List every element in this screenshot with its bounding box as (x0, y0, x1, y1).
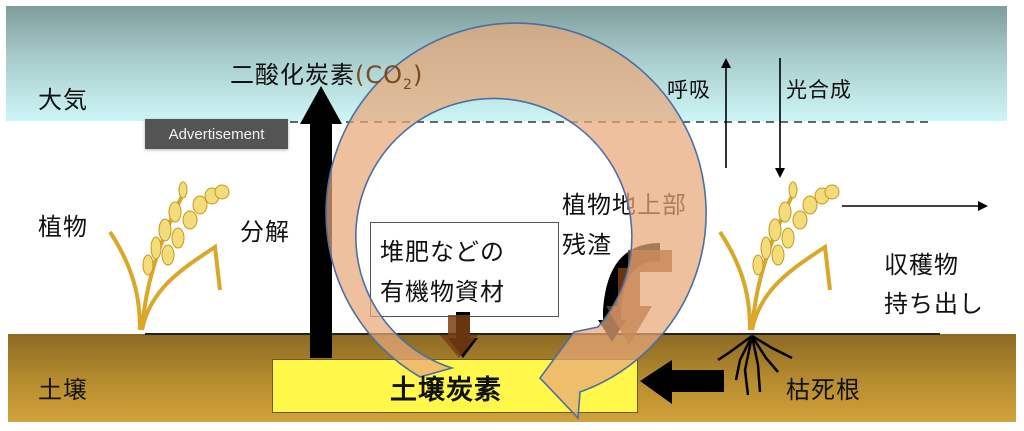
harvest-label-line1: 収穫物 (884, 251, 959, 279)
respiration-arrow (721, 58, 731, 168)
respiration-label: 呼吸 (667, 78, 711, 102)
co2-label-text: 二酸化炭素 (230, 61, 355, 89)
co2-label: 二酸化炭素(CO2) (230, 55, 423, 93)
rice-plant-right-icon (718, 181, 840, 331)
co2-formula: (CO (355, 61, 404, 89)
rice-plant-left-icon (108, 181, 230, 331)
residue-label-line2: 残渣 (562, 231, 612, 259)
dead-roots-label: 枯死根 (786, 376, 861, 404)
compost-label-line1: 堆肥などの (380, 238, 505, 266)
compost-label-line2: 有機物資材 (380, 278, 505, 306)
advertisement-badge[interactable]: Advertisement (145, 119, 288, 149)
soil-label: 土壌 (38, 376, 88, 404)
dead-roots-input-arrow (640, 360, 724, 404)
plant-label: 植物 (38, 213, 88, 241)
decomposition-label: 分解 (240, 218, 290, 246)
photosynthesis-arrow (775, 58, 785, 178)
organic-material-box (370, 222, 559, 317)
dead-roots-icon (717, 334, 793, 396)
decomposition-arrow (300, 86, 342, 358)
atmosphere-label: 大気 (38, 86, 88, 114)
harvest-arrow (842, 201, 988, 211)
compost-brown-arrow (440, 315, 478, 358)
co2-subscript: 2 (403, 76, 413, 93)
co2-close: ) (412, 61, 424, 89)
harvest-label-line2: 持ち出し (884, 290, 984, 318)
carbon-cycle-ring-arrow (325, 22, 707, 420)
photosynthesis-label: 光合成 (786, 78, 852, 102)
soil-carbon-label: 土壌炭素 (390, 375, 502, 406)
